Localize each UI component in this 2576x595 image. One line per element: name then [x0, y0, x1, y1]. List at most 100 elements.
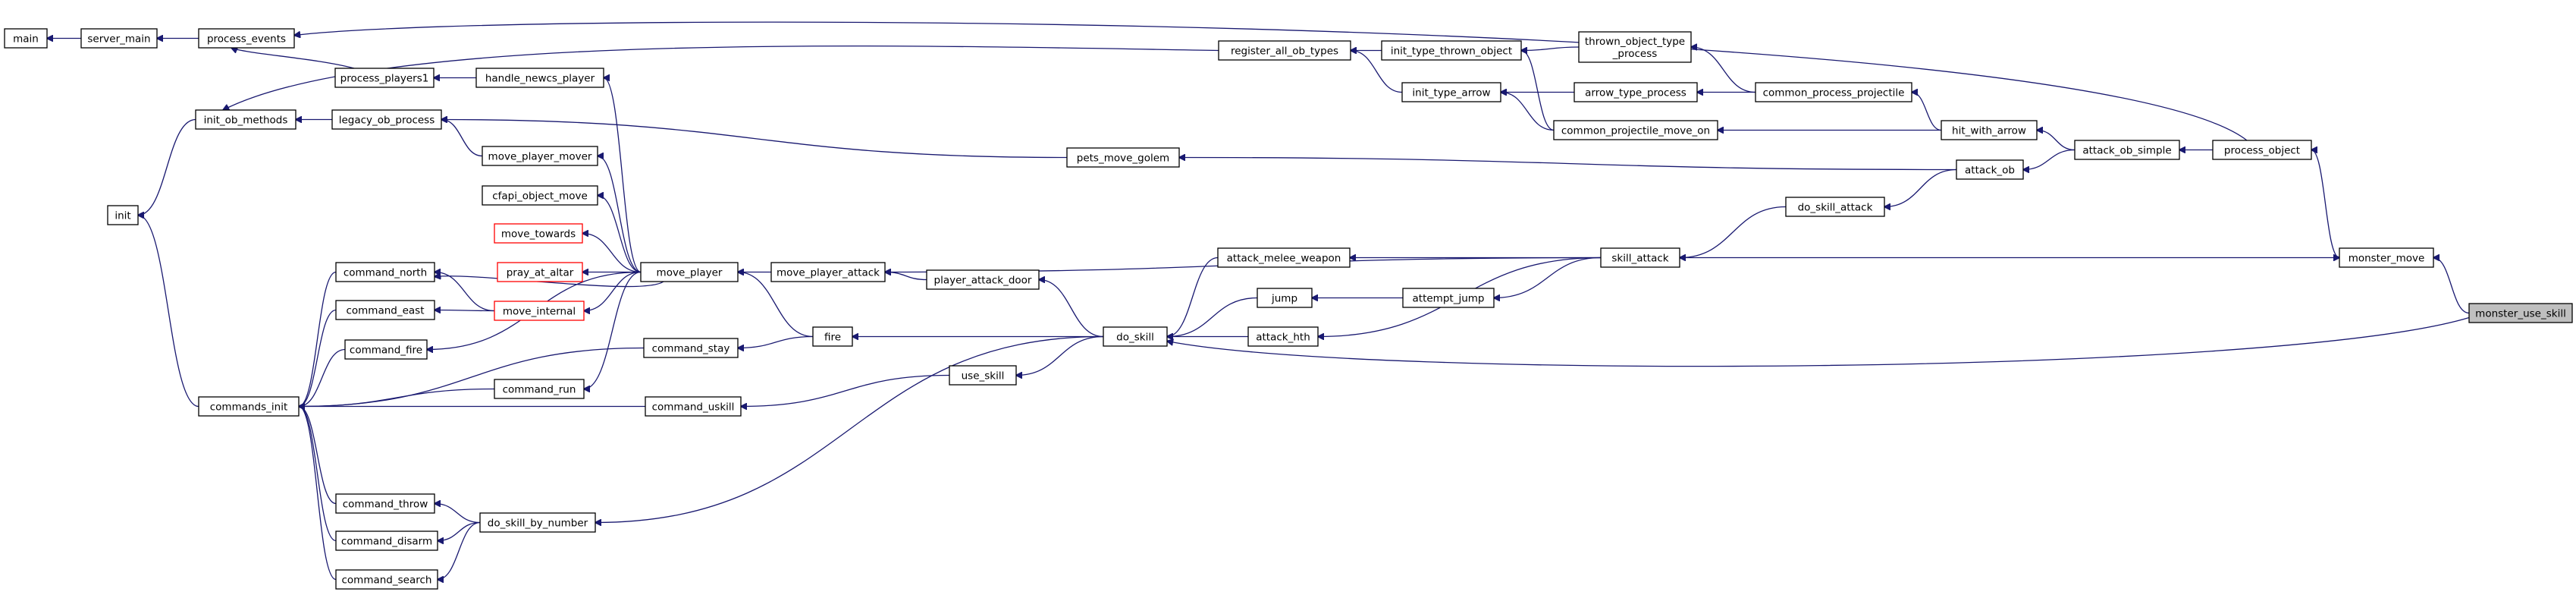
- node-init-ob-methods[interactable]: init_ob_methods: [195, 109, 297, 130]
- node-box: [1401, 82, 1501, 102]
- node-player-attack-door[interactable]: player_attack_door: [926, 269, 1040, 290]
- node-label: common_process_projectile: [1763, 87, 1905, 99]
- node-thrown-object-type-process[interactable]: thrown_object_type_process: [1578, 31, 1692, 63]
- node-box: [4, 28, 48, 49]
- node-monster-use-skill[interactable]: monster_use_skill: [2468, 303, 2573, 323]
- node-label: commands_init: [210, 401, 288, 414]
- node-box: [1218, 40, 1351, 61]
- edge: [1039, 280, 1104, 338]
- node-move-towards[interactable]: move_towards: [494, 223, 583, 244]
- node-command-stay[interactable]: command_stay: [643, 338, 739, 358]
- node-attack-ob-simple[interactable]: attack_ob_simple: [2074, 140, 2180, 160]
- node-register-all-ob-types[interactable]: register_all_ob_types: [1218, 40, 1351, 61]
- edge: [223, 45, 1219, 110]
- node-process-players1[interactable]: process_players1: [334, 68, 435, 88]
- node-pets-move-golem[interactable]: pets_move_golem: [1066, 147, 1180, 168]
- node-box: [198, 28, 295, 49]
- node-arrow-type-process[interactable]: arrow_type_process: [1574, 82, 1698, 102]
- node-process-object[interactable]: process_object: [2212, 140, 2312, 160]
- node-skill-attack[interactable]: skill_attack: [1600, 247, 1680, 268]
- edge: [1351, 51, 1403, 93]
- node-box: [334, 68, 435, 88]
- edge: [231, 48, 355, 69]
- node-command-fire[interactable]: command_fire: [344, 339, 428, 360]
- edge-init-ob-methods-register-all-ob-types: [223, 45, 1219, 110]
- node-legacy-ob-process[interactable]: legacy_ob_process: [331, 109, 442, 130]
- node-init[interactable]: init: [107, 205, 139, 225]
- node-command-uskill[interactable]: command_uskill: [645, 396, 742, 417]
- node-label: command_fire: [350, 345, 422, 357]
- edge: [438, 521, 481, 580]
- node-jump[interactable]: jump: [1257, 288, 1313, 308]
- edge-legacy-ob-process-move-player-mover: [441, 120, 483, 157]
- node-label: main: [13, 33, 39, 46]
- node-label: legacy_ob_process: [339, 115, 435, 127]
- edge: [138, 118, 196, 216]
- node-box: [643, 338, 739, 358]
- node-handle-newcs-player[interactable]: handle_newcs_player: [475, 68, 604, 88]
- node-move-player[interactable]: move_player: [640, 262, 739, 282]
- edge-do-skill-attack-attack-ob: [1884, 168, 1957, 207]
- node-pray-at-altar[interactable]: pray_at_altar: [497, 262, 583, 282]
- edge-command-north-move-player: [435, 276, 664, 288]
- node-command-east[interactable]: command_east: [335, 300, 435, 320]
- node-hit-with-arrow[interactable]: hit_with_arrow: [1941, 120, 2038, 140]
- node-command-run[interactable]: command_run: [494, 379, 585, 399]
- node-move-player-attack[interactable]: move_player_attack: [770, 262, 886, 282]
- edge-commands-init-command-disarm: [299, 407, 337, 542]
- node-attack-ob[interactable]: attack_ob: [1956, 159, 2024, 180]
- node-box: [1785, 197, 1885, 217]
- edge-process-events-process-object: [294, 21, 2248, 141]
- node-process-events[interactable]: process_events: [198, 28, 295, 49]
- node-server-main[interactable]: server_main: [80, 28, 158, 49]
- node-use-skill[interactable]: use_skill: [949, 365, 1017, 386]
- node-attack-melee-weapon[interactable]: attack_melee_weapon: [1217, 247, 1351, 268]
- node-box: [1755, 82, 1912, 102]
- edge-cfapi-object-move-move-player: [598, 196, 642, 273]
- edge: [584, 271, 642, 389]
- node-do-skill-attack[interactable]: do_skill_attack: [1785, 197, 1885, 217]
- node-label: thrown_object_type: [1585, 36, 1685, 48]
- node-label: arrow_type_process: [1585, 87, 1686, 99]
- node-move-internal[interactable]: move_internal: [494, 301, 585, 321]
- node-label: attack_melee_weapon: [1227, 253, 1341, 265]
- node-label: move_player_attack: [777, 267, 880, 279]
- node-command-disarm[interactable]: command_disarm: [335, 530, 438, 551]
- node-box: [812, 326, 853, 347]
- node-cfapi-object-move[interactable]: cfapi_object_move: [482, 185, 598, 206]
- node-command-north[interactable]: command_north: [335, 262, 435, 282]
- node-box: [2339, 247, 2434, 268]
- node-init-type-arrow[interactable]: init_type_arrow: [1401, 82, 1501, 102]
- node-command-throw[interactable]: command_throw: [335, 493, 435, 514]
- node-common-process-projectile[interactable]: common_process_projectile: [1755, 82, 1912, 102]
- edge-attack-ob-attack-ob-simple: [2023, 149, 2076, 170]
- node-do-skill-by-number[interactable]: do_skill_by_number: [479, 512, 596, 533]
- node-attack-hth[interactable]: attack_hth: [1247, 326, 1319, 347]
- node-init-type-thrown-object[interactable]: init_type_thrown_object: [1381, 40, 1522, 61]
- edge-init-type-thrown-object-common-projectile-move-on: [1521, 51, 1555, 131]
- node-box: [645, 396, 742, 417]
- node-box: [1574, 82, 1698, 102]
- node-move-player-mover[interactable]: move_player_mover: [482, 146, 598, 166]
- node-main[interactable]: main: [4, 28, 48, 49]
- node-label: player_attack_door: [934, 275, 1032, 287]
- edge: [2037, 131, 2076, 151]
- edge: [299, 407, 337, 581]
- node-label: move_internal: [503, 306, 576, 318]
- node-label: command_throw: [343, 499, 428, 511]
- edge: [1167, 316, 2470, 367]
- node-do-skill[interactable]: do_skill: [1103, 326, 1168, 347]
- node-box: [1941, 120, 2038, 140]
- node-common-projectile-move-on[interactable]: common_projectile_move_on: [1553, 120, 1718, 140]
- node-command-search[interactable]: command_search: [335, 569, 438, 590]
- node-monster-move[interactable]: monster_move: [2339, 247, 2434, 268]
- node-label: command_disarm: [341, 536, 432, 548]
- node-fire[interactable]: fire: [812, 326, 853, 347]
- node-attempt-jump[interactable]: attempt_jump: [1402, 288, 1495, 308]
- node-box: [1956, 159, 2024, 180]
- node-commands-init[interactable]: commands_init: [198, 396, 300, 417]
- edge: [441, 120, 483, 157]
- edge-move-player-attack-player-attack-door: [885, 272, 927, 281]
- node-box: [494, 223, 583, 244]
- node-label: handle_newcs_player: [485, 73, 595, 85]
